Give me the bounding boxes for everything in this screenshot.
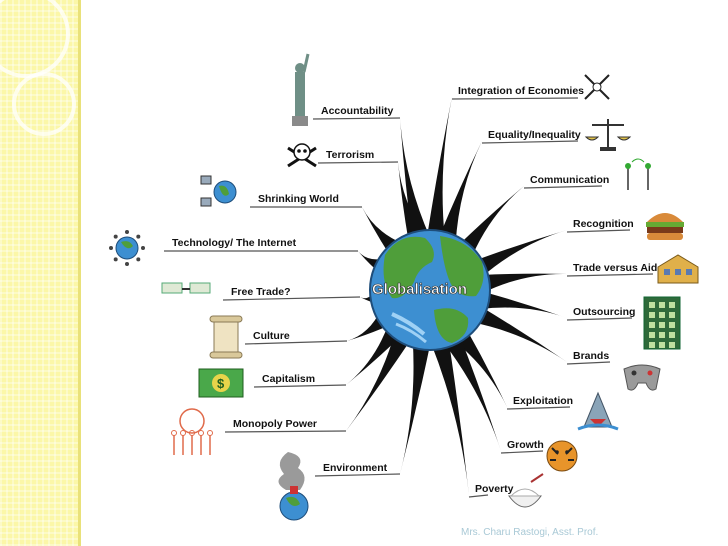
hamburger-icon (646, 213, 684, 240)
center-label: Globalisation (372, 281, 467, 298)
antennas-icon (625, 158, 651, 190)
spike-14 (479, 291, 567, 318)
growth-label: Growth (507, 439, 544, 451)
trade-aid-line (566, 273, 654, 277)
globe-network-icon (109, 230, 145, 266)
svg-text:$: $ (217, 376, 225, 391)
spike-13 (480, 273, 567, 293)
environment-label: Environment (323, 462, 388, 474)
shark-icon (577, 391, 619, 431)
trade-aid-label: Trade versus Aid (573, 262, 657, 274)
sidebar-edge (78, 0, 81, 546)
brands-label: Brands (573, 350, 609, 362)
accountability-line (312, 117, 401, 120)
networked-computers-icon (200, 175, 237, 207)
skull-crossbones-icon (287, 143, 317, 168)
exploitation-line (506, 406, 571, 410)
decorative-ring (12, 72, 76, 136)
exploitation-label: Exploitation (513, 395, 573, 407)
outsourcing-label: Outsourcing (573, 306, 635, 318)
shrinking-world-label: Shrinking World (258, 193, 339, 205)
culture-label: Culture (253, 330, 290, 342)
scroll-icon (209, 315, 243, 359)
spike-16 (451, 328, 507, 407)
globe-icon: Globalisation (369, 229, 491, 351)
technology-internet-label: Technology/ The Internet (172, 237, 297, 249)
spike-9 (426, 97, 452, 240)
poverty-line (468, 494, 489, 498)
communication-label: Communication (530, 174, 609, 186)
statue-of-liberty-icon (292, 53, 310, 126)
building-icon (657, 254, 699, 284)
tiger-icon (546, 440, 578, 472)
spike-8 (400, 339, 431, 474)
equality-label: Equality/Inequality (488, 129, 581, 141)
spike-11 (458, 186, 524, 258)
polluted-earth-icon (278, 452, 309, 521)
game-controller-icon (623, 364, 661, 391)
spike-6 (346, 322, 403, 385)
spike-0 (400, 118, 430, 241)
rice-bowl-icon (508, 473, 544, 508)
branch-lines-layer (164, 97, 654, 498)
recognition-line (566, 229, 631, 233)
terrorism-label: Terrorism (326, 149, 374, 161)
free-trade-label: Free Trade? (231, 286, 291, 298)
spike-7 (346, 330, 412, 431)
free-trade-line (222, 296, 361, 301)
outsourcing-line (566, 317, 633, 321)
dollar-banknote-icon: $ (198, 368, 244, 398)
terrorism-line (317, 161, 399, 164)
spike-12 (474, 230, 567, 278)
accountability-label: Accountability (321, 105, 394, 117)
spike-15 (471, 306, 567, 362)
monopoly-power-label: Monopoly Power (233, 418, 317, 430)
integration-economies-label: Integration of Economies (458, 85, 584, 97)
icons-layer: $ (109, 53, 699, 521)
integration-economies-line (451, 97, 579, 100)
dollar-bills-icon (161, 282, 211, 294)
culture-line (244, 340, 348, 345)
capitalism-label: Capitalism (262, 373, 315, 385)
footer-credit: Mrs. Charu Rastogi, Asst. Prof. (461, 527, 599, 538)
spike-18 (430, 339, 469, 495)
monopoly-power-line (224, 430, 347, 433)
spike-10 (438, 141, 482, 244)
equality-line (481, 140, 579, 144)
people-holding-globe-icon (171, 408, 213, 455)
environment-line (314, 473, 401, 477)
brands-line (566, 361, 611, 365)
circuit-board-icon (643, 296, 681, 350)
recognition-label: Recognition (573, 218, 634, 230)
growth-line (500, 450, 544, 454)
poverty-label: Poverty (475, 483, 514, 495)
crossed-arrows-icon (584, 74, 610, 100)
capitalism-line (253, 384, 347, 388)
communication-line (523, 185, 603, 189)
scales-icon (584, 119, 632, 151)
decorative-sidebar (0, 0, 78, 546)
